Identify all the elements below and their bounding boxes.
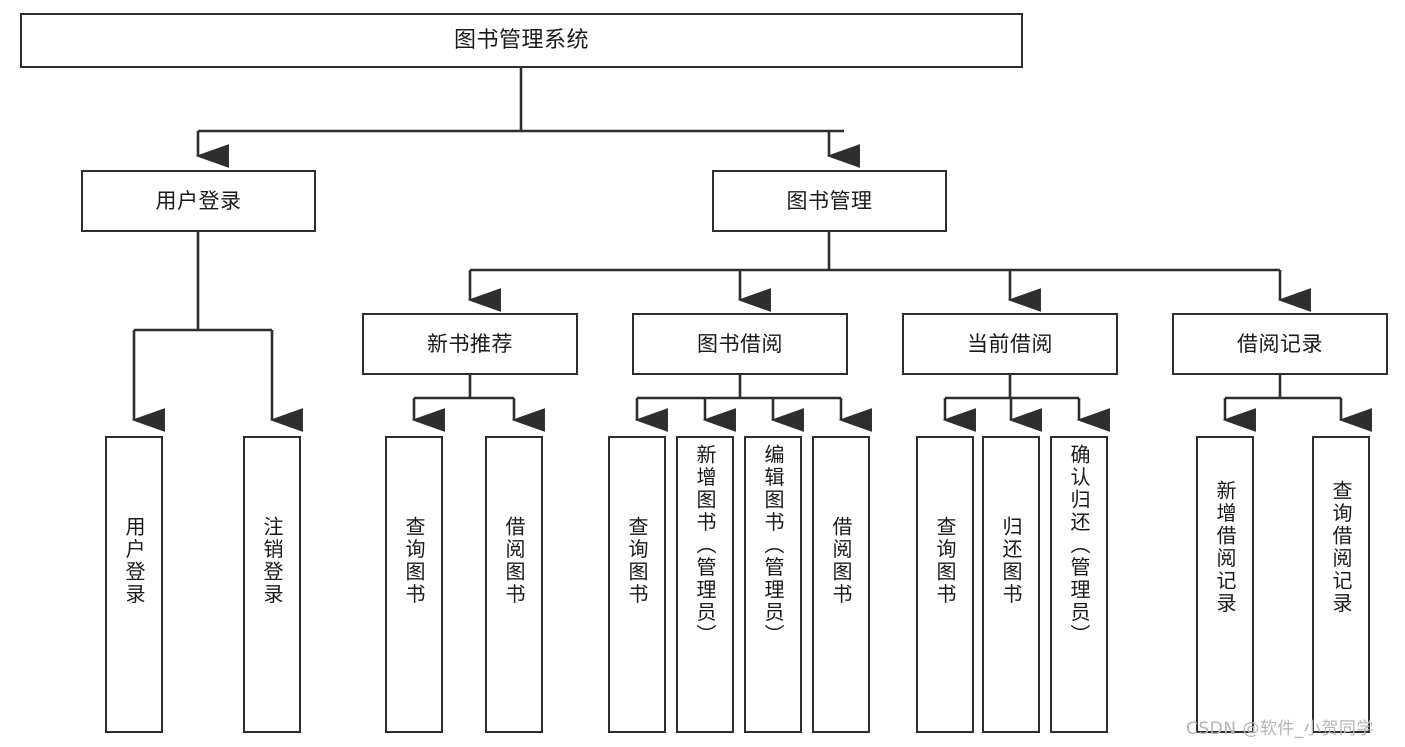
- node-label: 当前借阅: [967, 331, 1053, 356]
- node-label: 编辑图书（管理员）: [761, 444, 785, 647]
- leaf-return-book[interactable]: 归还图书: [982, 436, 1040, 733]
- leaf-query-book-2[interactable]: 查询图书: [608, 436, 666, 733]
- node-label: 借阅图书: [502, 516, 526, 606]
- node-label: 查询图书: [933, 516, 957, 606]
- node-label: 新增借阅记录: [1213, 480, 1237, 615]
- node-user-login[interactable]: 用户登录: [81, 170, 316, 232]
- node-label: 借阅记录: [1237, 331, 1323, 356]
- node-label: 新增图书（管理员）: [693, 444, 717, 647]
- leaf-logout[interactable]: 注销登录: [243, 436, 301, 733]
- node-label: 用户登录: [155, 188, 242, 213]
- node-label: 用户登录: [122, 516, 146, 606]
- node-label: 新书推荐: [427, 331, 513, 356]
- node-book-borrow[interactable]: 图书借阅: [632, 313, 848, 375]
- leaf-confirm-return[interactable]: 确认归还（管理员）: [1050, 436, 1108, 733]
- node-new-book-rec[interactable]: 新书推荐: [362, 313, 578, 375]
- node-borrow-record[interactable]: 借阅记录: [1172, 313, 1388, 375]
- leaf-query-record[interactable]: 查询借阅记录: [1312, 436, 1370, 733]
- leaf-add-record[interactable]: 新增借阅记录: [1196, 436, 1254, 733]
- node-current-borrow[interactable]: 当前借阅: [902, 313, 1118, 375]
- node-label: 查询借阅记录: [1329, 480, 1353, 615]
- node-label: 确认归还（管理员）: [1067, 444, 1091, 647]
- leaf-query-book-1[interactable]: 查询图书: [385, 436, 443, 733]
- node-label: 图书借阅: [697, 331, 783, 356]
- leaf-borrow-book-1[interactable]: 借阅图书: [485, 436, 543, 733]
- csdn-watermark: CSDN @软件_小贺同学: [1186, 719, 1374, 739]
- leaf-borrow-book-2[interactable]: 借阅图书: [812, 436, 870, 733]
- leaf-add-book[interactable]: 新增图书（管理员）: [676, 436, 734, 733]
- node-root-system[interactable]: 图书管理系统: [20, 13, 1023, 68]
- leaf-edit-book[interactable]: 编辑图书（管理员）: [744, 436, 802, 733]
- node-label: 注销登录: [260, 516, 284, 606]
- node-label: 查询图书: [402, 516, 426, 606]
- leaf-user-login[interactable]: 用户登录: [105, 436, 163, 733]
- node-label: 借阅图书: [829, 516, 853, 606]
- node-book-manage[interactable]: 图书管理: [712, 170, 947, 232]
- node-label: 图书管理系统: [453, 27, 589, 53]
- node-label: 归还图书: [999, 516, 1023, 606]
- node-label: 图书管理: [786, 188, 873, 213]
- leaf-query-book-3[interactable]: 查询图书: [916, 436, 974, 733]
- node-label: 查询图书: [625, 516, 649, 606]
